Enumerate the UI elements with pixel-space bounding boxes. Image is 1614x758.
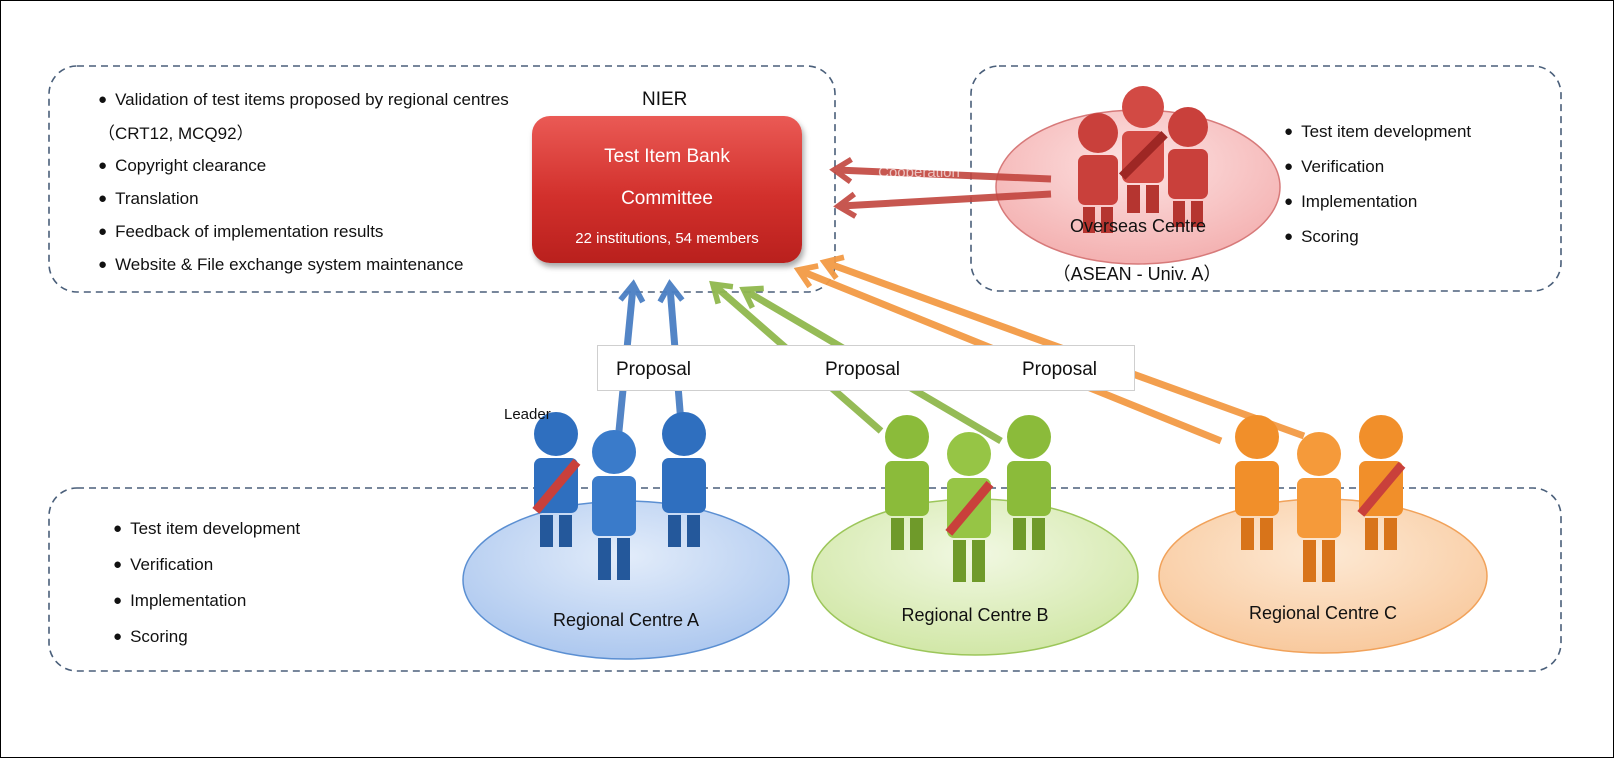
regional-centre-b-name: Regional Centre B — [901, 605, 1049, 625]
nier-label: NIER — [642, 89, 688, 110]
overseas-centre-name: Overseas Centre — [1069, 216, 1207, 236]
overseas-task-item: Scoring — [1284, 219, 1471, 254]
regional-task-item: Scoring — [113, 619, 300, 655]
nier-task-item: Translation — [98, 182, 518, 215]
cooperation-arrow-1 — [829, 157, 1052, 185]
committee-title-line1: Test Item Bank — [604, 146, 730, 167]
test-item-bank-committee-box: Test Item Bank Committee 22 institutions… — [532, 116, 802, 263]
overseas-task-list: Test item development Verification Imple… — [1284, 114, 1471, 254]
overseas-task-item: Implementation — [1284, 184, 1471, 219]
overseas-centre-sub: （ASEAN - Univ. A） — [1052, 264, 1222, 284]
committee-title-line2: Committee — [621, 188, 713, 209]
nier-task-item: Validation of test items proposed by reg… — [98, 83, 518, 149]
regional-task-item: Test item development — [113, 511, 300, 547]
regional-task-item: Implementation — [113, 583, 300, 619]
regional-a-people-icon — [532, 412, 706, 580]
cooperation-arrow-2 — [833, 190, 1052, 219]
overseas-task-item: Test item development — [1284, 114, 1471, 149]
regional-centre-c-name: Regional Centre C — [1248, 603, 1398, 623]
proposal-label-a: Proposal — [616, 359, 691, 380]
proposal-label-bar: Proposal Proposal Proposal — [597, 345, 1135, 391]
nier-task-list: Validation of test items proposed by reg… — [98, 83, 518, 281]
regional-task-list: Test item development Verification Imple… — [113, 511, 300, 655]
committee-members: 22 institutions, 54 members — [575, 230, 759, 247]
cooperation-label: Cooperation — [878, 164, 960, 181]
overseas-people-icon — [1078, 86, 1208, 233]
overseas-task-item: Verification — [1284, 149, 1471, 184]
regional-c-people-icon — [1235, 415, 1406, 582]
nier-task-item: Copyright clearance — [98, 149, 518, 182]
regional-b-people-icon — [885, 415, 1051, 582]
regional-group — [48, 487, 1562, 672]
regional-centre-a-name: Regional Centre A — [552, 610, 700, 630]
proposal-label-c: Proposal — [1022, 359, 1097, 380]
nier-task-item: Website & File exchange system maintenan… — [98, 248, 518, 281]
leader-label: Leader — [504, 406, 551, 423]
proposal-label-b: Proposal — [825, 359, 900, 380]
regional-task-item: Verification — [113, 547, 300, 583]
nier-task-item: Feedback of implementation results — [98, 215, 518, 248]
